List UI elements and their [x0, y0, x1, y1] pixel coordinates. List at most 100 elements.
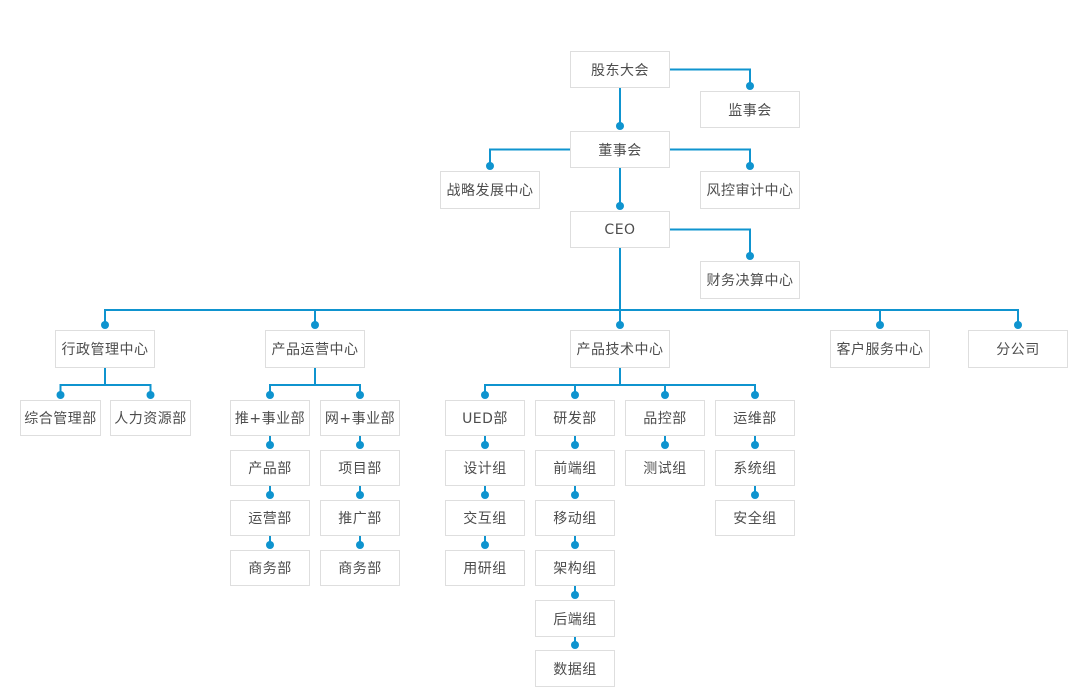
- org-node-qianduan-zu: 前端组: [535, 450, 615, 486]
- connector-line-chanpin-jishu-yunwei-bu: [619, 368, 756, 398]
- org-node-fengkong-shenji: 风控审计中心: [700, 171, 800, 209]
- connector-dot: [481, 491, 489, 499]
- connector-dot: [571, 641, 579, 649]
- connector-dot: [56, 391, 65, 399]
- org-node-fengongsi: 分公司: [968, 330, 1068, 368]
- connector-dot: [751, 391, 759, 399]
- connector-dot: [616, 122, 624, 130]
- connector-line-ceo-xingzheng-guanli: [104, 248, 621, 328]
- node-label: 行政管理中心: [61, 342, 149, 358]
- node-label: 运维部: [733, 411, 777, 427]
- node-label: 风控审计中心: [706, 183, 794, 199]
- node-label: 用研组: [463, 561, 507, 577]
- org-node-chanpin-yunying: 产品运营中心: [265, 330, 365, 368]
- org-node-jianshihui: 监事会: [700, 91, 800, 128]
- node-label: 运营部: [248, 511, 292, 527]
- connector-line-chanpin-jishu-ued-bu: [484, 368, 621, 398]
- connector-dot: [481, 441, 489, 449]
- node-label: 商务部: [248, 561, 292, 577]
- org-node-ued-bu: UED部: [445, 400, 525, 436]
- node-label: 综合管理部: [24, 411, 97, 427]
- connector-dot: [101, 321, 109, 329]
- node-label: 财务决算中心: [706, 273, 794, 289]
- connector-dot: [356, 491, 364, 499]
- org-node-yunwei-bu: 运维部: [715, 400, 795, 436]
- connector-dot: [311, 321, 319, 329]
- node-label: 移动组: [553, 511, 597, 527]
- node-label: 产品技术中心: [576, 342, 664, 358]
- org-node-gudong-dahui: 股东大会: [570, 51, 670, 88]
- org-node-yidong-zu: 移动组: [535, 500, 615, 536]
- node-label: UED部: [462, 411, 508, 427]
- org-node-jiaohu-zu: 交互组: [445, 500, 525, 536]
- connector-line-chanpin-yunying-tui-shiye: [269, 368, 316, 398]
- node-label: 研发部: [553, 411, 597, 427]
- org-node-kehu-fuwu: 客户服务中心: [830, 330, 930, 368]
- node-label: 数据组: [553, 661, 597, 678]
- node-label: 测试组: [643, 461, 687, 477]
- connector-dot: [571, 391, 579, 399]
- node-label: 设计组: [463, 461, 507, 477]
- node-label: 品控部: [643, 411, 687, 427]
- org-node-shuju-zu: 数据组: [535, 650, 615, 687]
- node-label: 安全组: [733, 511, 777, 527]
- connector-dot: [751, 491, 759, 499]
- connector-dot: [616, 321, 624, 329]
- connector-dot: [746, 162, 754, 170]
- connector-dot: [876, 321, 884, 329]
- org-node-wang-shiye: 网+事业部: [320, 400, 400, 436]
- org-node-jiagou-zu: 架构组: [535, 550, 615, 586]
- node-label: 客户服务中心: [836, 342, 924, 358]
- node-label: 股东大会: [591, 62, 649, 79]
- connector-line-xingzheng-guanli-zonghe-guanli: [59, 368, 106, 398]
- connector-dot: [661, 441, 669, 449]
- node-label: 系统组: [733, 461, 777, 477]
- connector-line-ceo-fengongsi: [619, 248, 1019, 328]
- org-node-shangwu-bu-2: 商务部: [320, 550, 400, 586]
- connector-dot: [266, 491, 274, 499]
- connector-line-chanpin-jishu-yanfa-bu: [574, 368, 621, 398]
- node-label: 战略发展中心: [446, 183, 534, 199]
- org-node-zhanlve-fazhan: 战略发展中心: [440, 171, 540, 209]
- connector-line-ceo-caiwu-juesuan: [670, 228, 751, 259]
- org-node-tui-shiye: 推+事业部: [230, 400, 310, 436]
- org-node-chanpin-bu: 产品部: [230, 450, 310, 486]
- connector-dot: [751, 441, 759, 449]
- connector-dot: [571, 491, 579, 499]
- connector-dot: [571, 441, 579, 449]
- connector-dot: [266, 441, 274, 449]
- connector-line-xingzheng-guanli-renli-ziyuan: [104, 368, 152, 398]
- connector-dot: [266, 391, 274, 399]
- org-node-zonghe-guanli: 综合管理部: [20, 400, 101, 436]
- connector-dot: [356, 391, 364, 399]
- connector-line-dongshihui-zhanlve-fazhan: [489, 148, 570, 169]
- node-label: 网+事业部: [324, 411, 396, 427]
- node-label: 产品部: [248, 461, 292, 477]
- connector-dot: [486, 162, 494, 170]
- org-node-xiangmu-bu: 项目部: [320, 450, 400, 486]
- node-label: 架构组: [553, 561, 597, 577]
- org-node-yunying-bu: 运营部: [230, 500, 310, 536]
- connector-line-gudong-dahui-jianshihui: [670, 68, 751, 89]
- org-node-anquan-zu: 安全组: [715, 500, 795, 536]
- node-label: 推+事业部: [234, 411, 306, 427]
- connector-dot: [616, 202, 624, 210]
- connector-line-dongshihui-fengkong-shenji: [670, 148, 751, 169]
- connector-dot: [571, 541, 579, 549]
- connector-dot: [746, 82, 754, 90]
- connector-dot: [356, 541, 364, 549]
- node-label: 交互组: [463, 511, 507, 527]
- connector-dot: [746, 252, 754, 260]
- connector-dot: [481, 391, 489, 399]
- node-label: 董事会: [598, 142, 642, 159]
- node-label: 推广部: [338, 511, 382, 527]
- connector-dot: [661, 391, 669, 399]
- org-node-xingzheng-guanli: 行政管理中心: [55, 330, 155, 368]
- org-node-tuiguang-bu: 推广部: [320, 500, 400, 536]
- org-node-renli-ziyuan: 人力资源部: [110, 400, 191, 436]
- org-node-yanfa-bu: 研发部: [535, 400, 615, 436]
- node-label: 后端组: [553, 611, 597, 628]
- connector-line-ceo-chanpin-yunying: [314, 248, 621, 328]
